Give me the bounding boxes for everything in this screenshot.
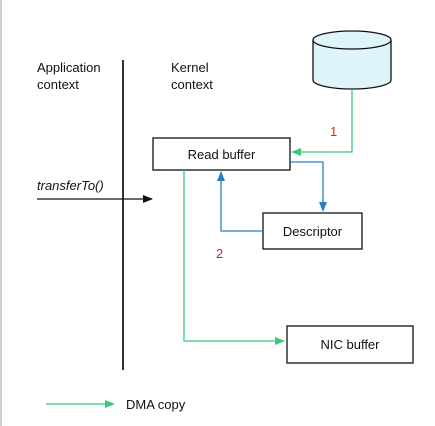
- copy-arrow-descriptor-to-read-buffer: [217, 171, 263, 232]
- kernel-context-label-line1: Kernel: [171, 60, 209, 75]
- application-context-label-line1: Application: [37, 60, 101, 75]
- dma-arrow-read-buffer-to-nic-buffer: [183, 170, 285, 345]
- nic-buffer-box: [286, 325, 414, 364]
- application-context-label-line2: context: [37, 77, 79, 92]
- descriptor-box: [262, 212, 363, 250]
- disk-cylinder-icon: [312, 30, 392, 90]
- kernel-context-label-line2: context: [171, 77, 213, 92]
- nic-buffer-label: NIC buffer: [320, 337, 380, 352]
- step-2-label: 2: [216, 246, 223, 261]
- transferto-call-label: transferTo(): [37, 178, 104, 193]
- read-buffer-box: [152, 137, 291, 171]
- step-1-label: 1: [330, 124, 337, 139]
- read-buffer-label: Read buffer: [188, 147, 256, 162]
- descriptor-label: Descriptor: [283, 224, 343, 239]
- dma-arrow-disk-to-read-buffer: [291, 89, 353, 156]
- copy-arrow-read-buffer-to-descriptor: [290, 161, 327, 212]
- legend-dma-copy-label: DMA copy: [126, 397, 186, 412]
